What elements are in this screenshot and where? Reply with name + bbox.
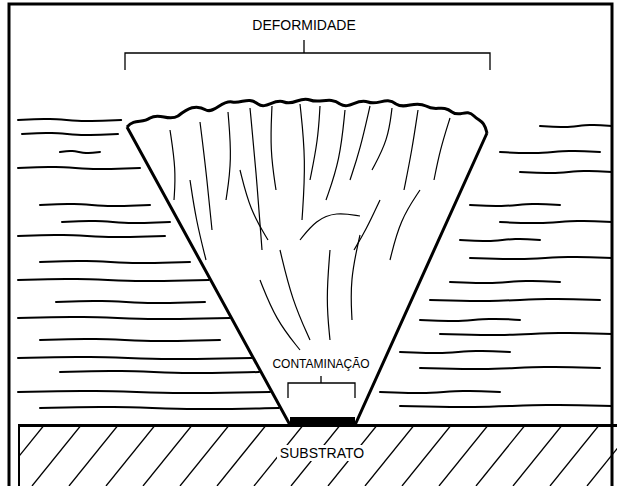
frame	[9, 4, 612, 486]
substrate-label: SUBSTRATO	[277, 445, 367, 462]
contamination-layer	[290, 417, 355, 425]
substrate-band: SUBSTRATO	[18, 424, 617, 486]
contamination-label: CONTAMINAÇÃO	[272, 357, 369, 371]
contamination-bracket	[288, 376, 355, 398]
deformity-surface	[127, 99, 487, 133]
deformity-label: DEFORMIDADE	[252, 17, 355, 34]
weld-bead-outline	[127, 127, 487, 425]
base-metal-texture	[18, 119, 612, 409]
weld-grain-lines	[170, 104, 450, 350]
deformity-bracket	[125, 40, 490, 70]
